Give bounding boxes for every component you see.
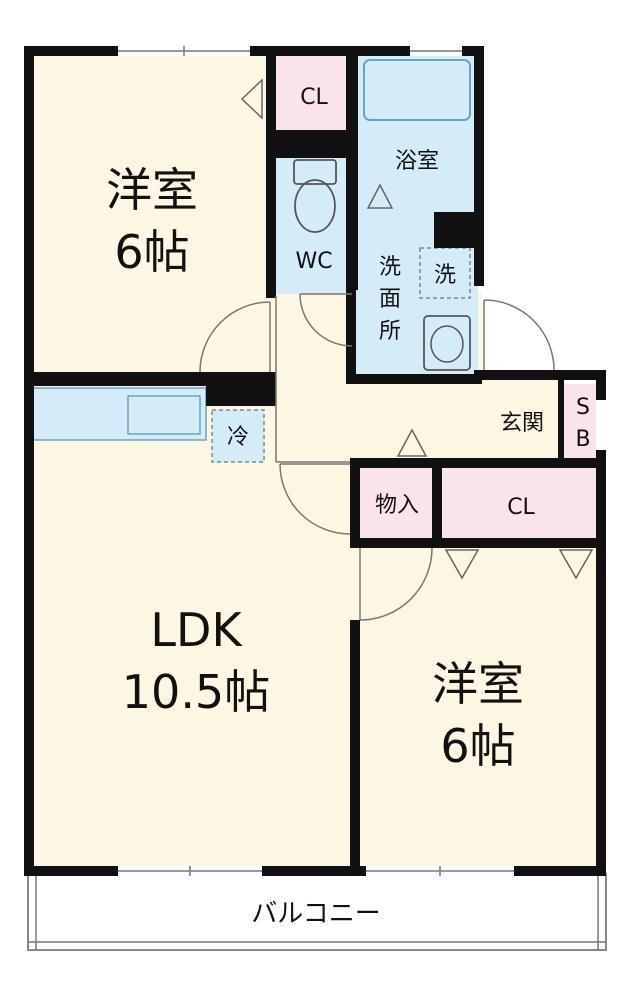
toilet-icon	[293, 159, 337, 233]
floor-storage-room	[360, 466, 436, 542]
western-room-2-size: 6帖	[440, 719, 515, 773]
storage-room-label: 物入	[375, 493, 419, 518]
balcony-area	[27, 873, 607, 951]
windows	[118, 46, 606, 876]
entrance-label: 玄関	[500, 411, 544, 436]
floor-closet-2	[440, 466, 602, 542]
shoe-box-label-1: S	[576, 395, 590, 420]
balcony-label: バルコニー	[251, 899, 380, 929]
opening-markers	[240, 78, 594, 580]
floor-closet-1	[276, 56, 352, 130]
floor-western-room-1	[28, 52, 272, 378]
floor-toilet	[276, 150, 352, 294]
floor-entrance	[482, 380, 564, 462]
fridge-label: 冷	[227, 425, 249, 450]
door-swings	[199, 293, 555, 621]
sink-basin	[127, 395, 201, 435]
bathtub-icon	[363, 59, 471, 121]
shoe-box-label-2: B	[575, 427, 590, 452]
western-room-1-name: 洋室	[106, 163, 198, 217]
washroom-label-1: 洗	[379, 255, 401, 280]
toilet-label: WC	[295, 249, 332, 274]
floor-shoe-box	[564, 384, 602, 458]
fridge-space	[211, 409, 265, 463]
closet-1-label: CL	[300, 85, 328, 110]
washer-label: 洗	[434, 263, 456, 288]
sink-icon	[423, 315, 471, 371]
bathroom-label: 浴室	[395, 149, 439, 174]
ldk-name: LDK	[150, 603, 243, 657]
ldk-size: 10.5帖	[122, 665, 270, 719]
floor-western-room-2	[356, 544, 604, 872]
washroom-label-2: 面	[379, 287, 401, 312]
floor-bathroom	[356, 52, 478, 212]
closet-2-label: CL	[507, 495, 535, 520]
washroom-label-3: 所	[379, 319, 401, 344]
western-room-1-size: 6帖	[114, 225, 189, 279]
western-room-2-name: 洋室	[432, 657, 524, 711]
